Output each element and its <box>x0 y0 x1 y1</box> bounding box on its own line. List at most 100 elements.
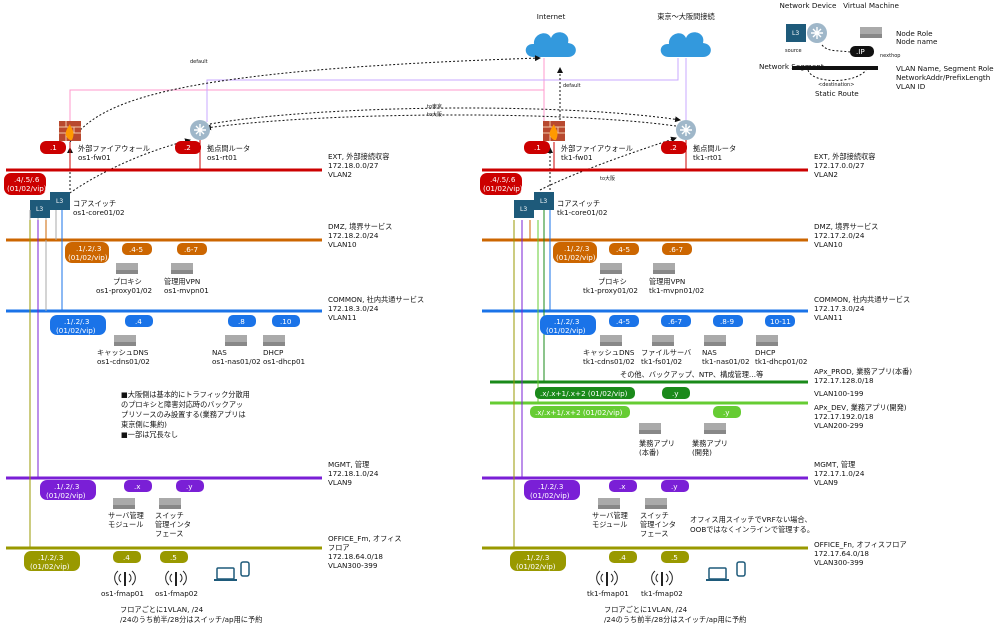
tk1-dmz-vip-2: (01/02/vip) <box>556 253 596 262</box>
os1-cdns-ip: .4 <box>135 317 142 326</box>
os1-laptop-icon <box>214 567 237 581</box>
os1-mgmt-srv-2: モジュール <box>108 520 143 529</box>
os1-mgmt-srv-ip: .x <box>134 482 141 491</box>
tk1-mgmt-net: 172.17.1.0/24 <box>814 469 865 478</box>
tk1-dhcp-role: DHCP <box>755 348 776 357</box>
os1-cdns-server-icon <box>114 335 136 346</box>
os1-ap2-name: os1-fmap02 <box>155 589 198 598</box>
internet-cloud-icon <box>525 32 576 57</box>
tk1-mgmt-server-icon <box>598 498 620 509</box>
os1-common-name: COMMON, 社内共通サービス <box>328 295 424 304</box>
os1-cdns-name: os1-cdns01/02 <box>97 357 150 366</box>
tk1-core-name: tk1-core01/02 <box>557 208 607 217</box>
osaka-note-3: プリソースのみ設置する(業務アプリは <box>121 410 246 419</box>
tk1-cdns-server-icon <box>600 335 622 346</box>
tk1-fs-badge <box>661 315 691 327</box>
legend-ip-badge <box>850 46 874 57</box>
legend-network-label: Network Segment <box>759 62 824 71</box>
tk1-dev-name: APx_DEV, 業務アプリ(開発) <box>814 403 907 412</box>
os1-common-id: VLAN11 <box>328 313 357 322</box>
os1-fw-ip-badge <box>40 141 66 154</box>
os1-ap1-ip: .4 <box>123 553 130 562</box>
os1-site: .1 外部ファイアウォール os1-fw01 .2 拠点間ルータ os1-rt0… <box>4 119 305 624</box>
os1-core-l3-icon-2 <box>50 192 70 210</box>
tk1-ap1-icon <box>596 570 618 587</box>
tk1-mgmt-name: MGMT, 管理 <box>814 460 855 469</box>
tk1-dhcp-ip: 10-11 <box>770 317 791 326</box>
tk1-fs-role: ファイルサーバ <box>641 348 691 357</box>
tk1-cdns-ip: .4-5 <box>616 317 630 326</box>
route-to-tokyo <box>209 107 681 125</box>
os1-proxy-role: プロキシ <box>113 277 142 286</box>
os1-nas-ip: .8 <box>238 317 245 326</box>
oob-note-2: OOBではなくインラインで管理する。 <box>690 525 814 534</box>
tk1-mgmt-sw-2: 管理インタ <box>640 520 676 529</box>
os1-office-name2: フロア <box>328 543 350 552</box>
route-to-osaka-label: to大阪 <box>427 111 442 118</box>
os1-dhcp-server-icon <box>263 335 285 346</box>
tk1-laptop-icon <box>706 567 729 581</box>
tk1-office-vip-badge <box>510 551 566 571</box>
tokyo-osaka-cloud-icon <box>660 32 711 57</box>
os1-default-route <box>69 55 541 143</box>
os1-ap2-badge <box>160 551 188 563</box>
tk1-ext-name: EXT, 外部接続収容 <box>814 152 875 161</box>
os1-common-net: 172.18.3.0/24 <box>328 304 379 313</box>
tk1-office-vip-1: .1/.2/.3 <box>524 553 549 562</box>
os1-mgmt-sw-badge <box>176 480 204 492</box>
legend-vlan-name: VLAN Name, Segment Role <box>896 64 994 73</box>
os1-dmz-proxy-badge <box>122 243 152 255</box>
tk1-common-name: COMMON, 社内共通サービス <box>814 295 910 304</box>
tk1-floor-note-1: フロアごとに1VLAN, /24 <box>604 605 688 614</box>
os1-default-label: default <box>190 59 208 65</box>
os1-phone-icon <box>240 561 250 577</box>
os1-vpn-name: os1-mvpn01 <box>164 286 209 295</box>
os1-nas-badge <box>228 315 256 327</box>
os1-dmz-vip-badge <box>65 242 109 263</box>
tk1-fs-ip: .6-7 <box>668 317 682 326</box>
tk1-prod-app-1: 業務アプリ <box>639 439 675 448</box>
tk1-route-to-osaka-label: to大阪 <box>600 175 615 182</box>
os1-mgmt-vip-badge <box>40 480 96 500</box>
tk1-ap2-icon <box>651 570 673 587</box>
tk1-rt-ip-badge <box>661 141 687 154</box>
os1-dmz-vpn-badge <box>177 243 207 255</box>
os1-office-id: VLAN300-399 <box>328 561 378 570</box>
tk1-dev-app-1: 業務アプリ <box>692 439 728 448</box>
legend-segment-line <box>792 66 878 70</box>
tk1-mgmt-srv-2: モジュール <box>592 520 627 529</box>
legend-nexthop: nexthop <box>880 53 900 59</box>
tk1-dhcp-badge <box>765 315 795 327</box>
os1-dmz-name: DMZ, 境界サービス <box>328 222 392 231</box>
legend-network-device: Network Device <box>780 1 837 10</box>
os1-fw-name: os1-fw01 <box>78 153 111 162</box>
os1-dmz-id: VLAN10 <box>328 240 357 249</box>
os1-ext-net: 172.18.0.0/27 <box>328 161 378 170</box>
tk1-core-l3-icon-1 <box>514 200 534 218</box>
tk1-nas-server-icon <box>704 335 726 346</box>
os1-ap1-name: os1-fmap01 <box>101 589 144 598</box>
os1-rt-ip: .2 <box>184 143 191 152</box>
tk1-vlan-labels: EXT, 外部接続収容 172.17.0.0/27 VLAN2 DMZ, 境界サ… <box>814 152 912 567</box>
os1-floor-note-2: /24のうち前半/28分はスイッチ/ap用に予約 <box>120 615 262 624</box>
tk1-core-ip-1: .4/.5/.6 <box>490 175 516 184</box>
tk1-common-vip-1: .1/.2/.3 <box>554 317 579 326</box>
os1-ap2-ip: .5 <box>170 553 177 562</box>
os1-interlink-uplink <box>206 58 679 122</box>
os1-office-name: OFFICE_Fm, オフィス <box>328 534 402 543</box>
os1-mgmt-srv-1: サーバ管理 <box>108 511 144 520</box>
os1-fw-ip: .1 <box>50 143 57 152</box>
tk1-prod-app-ip: .y <box>672 389 679 398</box>
os1-proxy-server-icon <box>116 263 138 274</box>
tk1-prod-app-badge <box>662 387 690 399</box>
osaka-note-2: のプロキシと障害対応時のバックアッ <box>121 400 243 409</box>
legend-l3-switch-icon <box>786 24 806 42</box>
tk1-mgmt-srv-ip: .x <box>619 482 626 491</box>
tk1-nas-ip: .8-9 <box>720 317 734 326</box>
tk1-fw-role: 外部ファイアウォール <box>561 144 633 153</box>
os1-rt-name: os1-rt01 <box>207 153 237 162</box>
tk1-mgmt-sw-badge <box>661 480 689 492</box>
tk1-rt-role: 拠点間ルータ <box>693 144 736 153</box>
tk1-dmz-name: DMZ, 境界サービス <box>814 222 878 231</box>
tk1-dhcp-server-icon <box>756 335 778 346</box>
